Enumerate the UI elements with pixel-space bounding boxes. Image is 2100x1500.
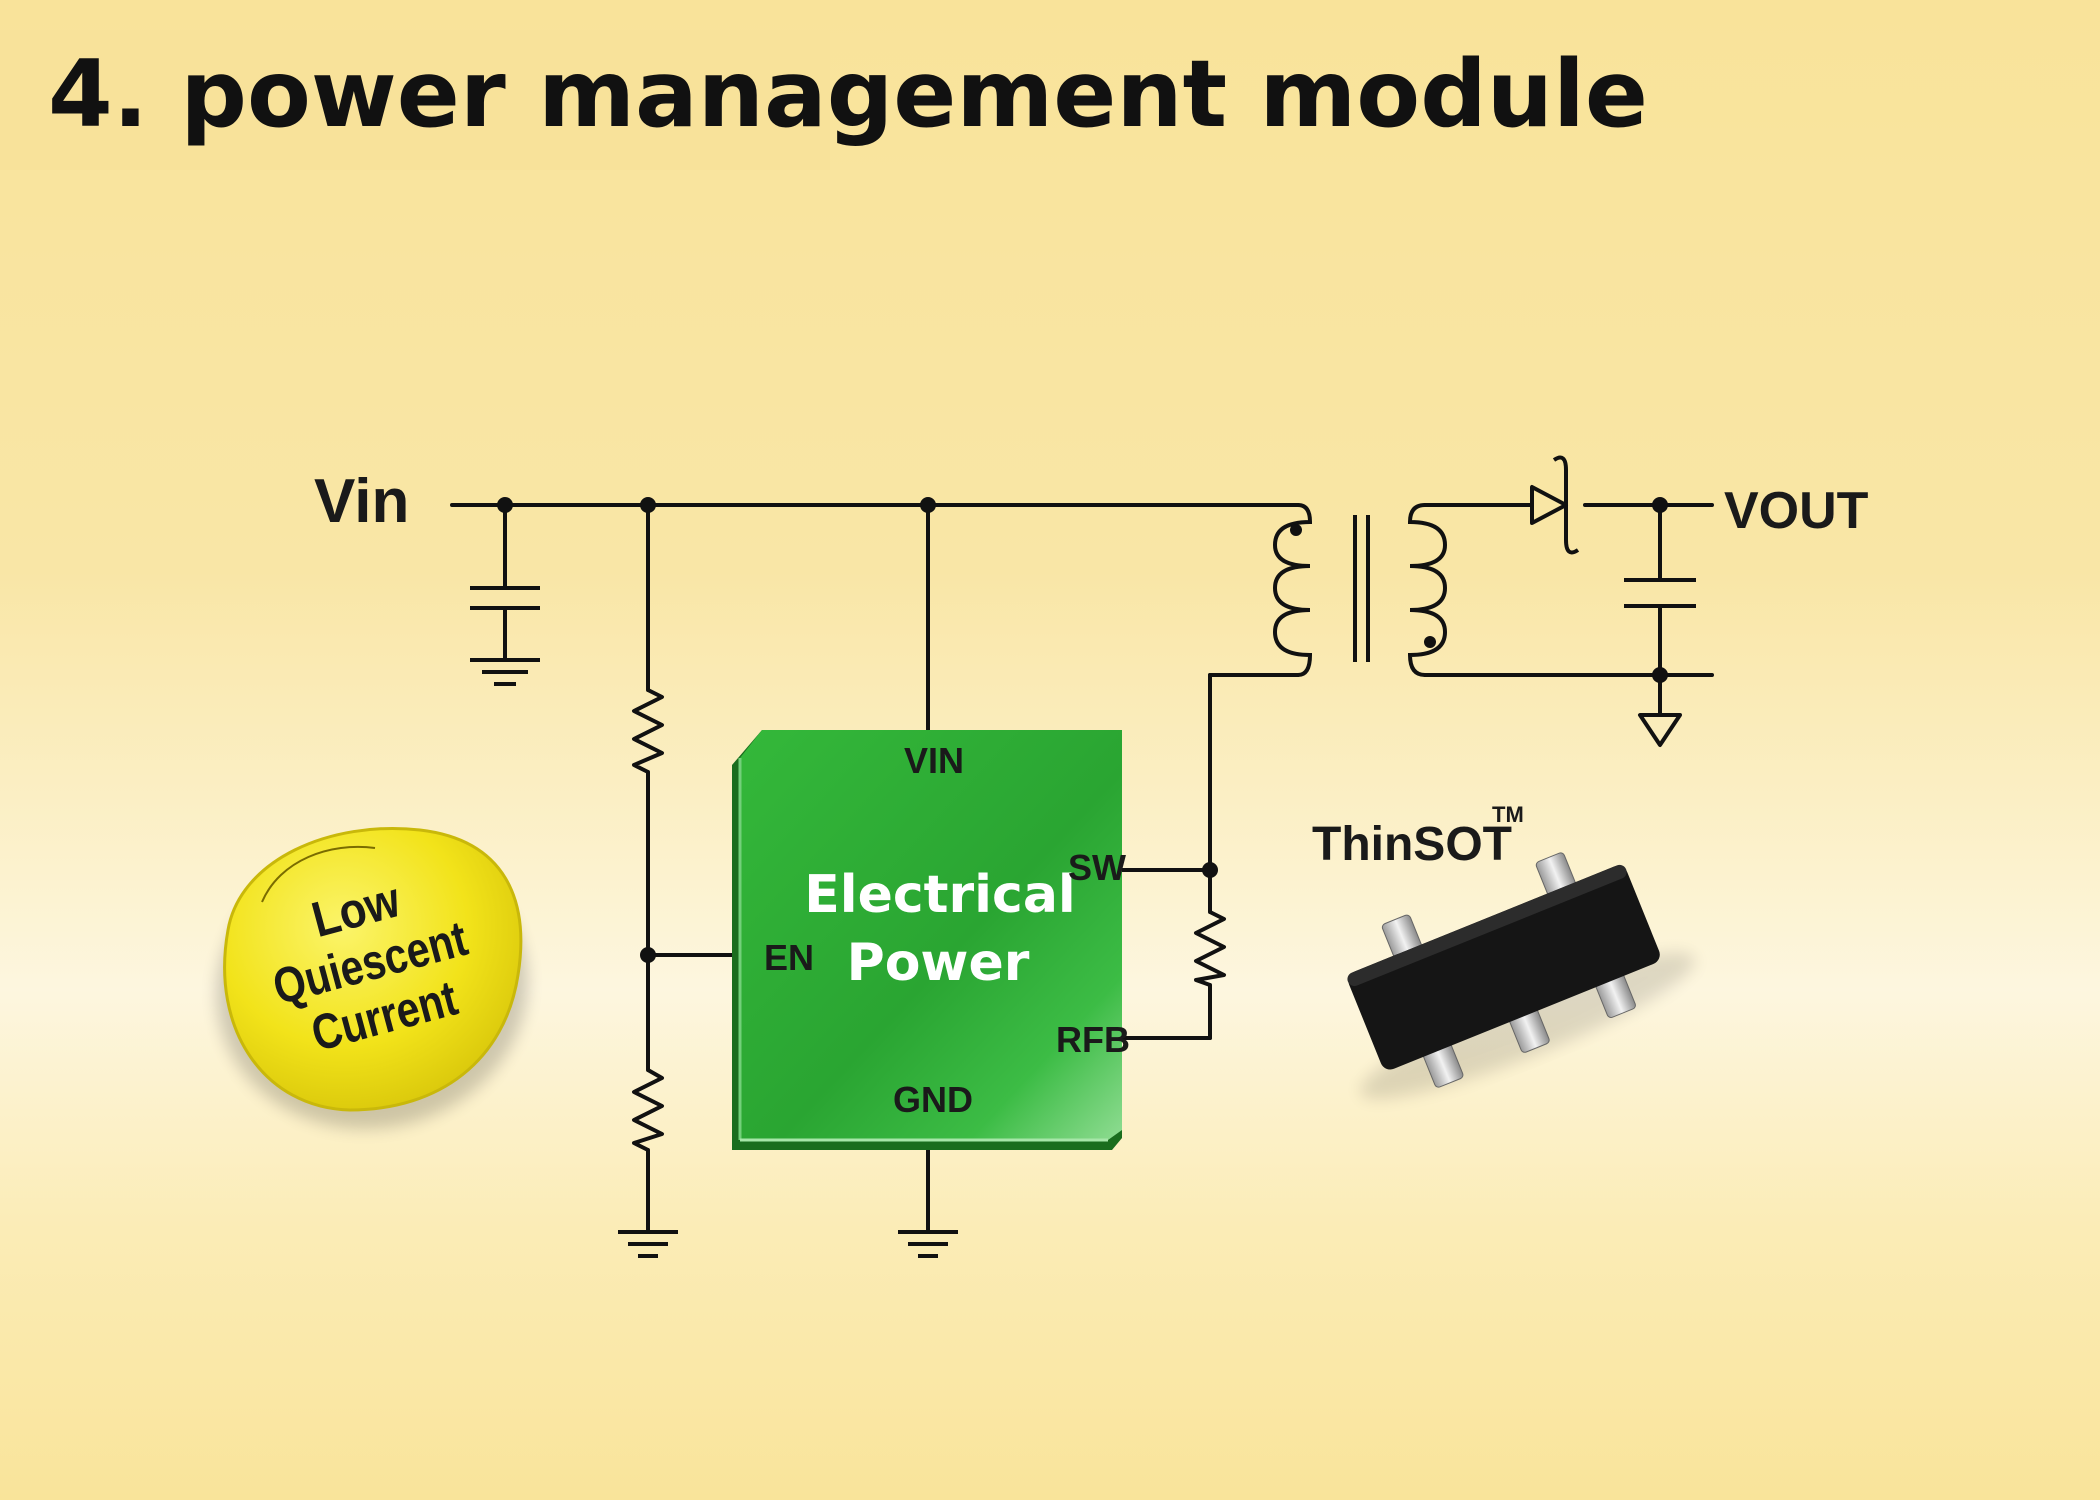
page-title: 4. power management module [48, 40, 1648, 148]
power-ic-chip [732, 730, 1122, 1150]
low-quiescent-current-badge [216, 827, 528, 1129]
package-label: ThinSOT [1312, 818, 1512, 871]
pin-label-sw: SW [1068, 847, 1126, 888]
vin-label: Vin [314, 467, 409, 536]
ground-symbol-chip [898, 1230, 958, 1258]
resistor-bottom [632, 1068, 664, 1152]
title-band [0, 30, 830, 170]
junction-dots [497, 497, 1668, 963]
vout-label: VOUT [1724, 482, 1869, 540]
resistor-feedback [1194, 910, 1226, 987]
resistor-top [632, 688, 664, 774]
transformer [1272, 503, 1448, 677]
chip-name-line2: Power [847, 933, 1030, 993]
transformer-dots [1290, 524, 1436, 648]
input-capacitor [470, 586, 540, 610]
pin-label-gnd: GND [893, 1079, 973, 1120]
pin-label-vin: VIN [904, 740, 964, 781]
chip-name-line1: Electrical [804, 865, 1076, 925]
trademark-mark: TM [1492, 802, 1524, 827]
thinsot-chip-image [1347, 852, 1695, 1099]
schottky-diode [1530, 455, 1580, 555]
output-ground-symbol [1638, 713, 1682, 747]
pin-label-rfb: RFB [1056, 1019, 1130, 1060]
ground-symbol-input [470, 658, 540, 686]
ground-symbol-divider [618, 1230, 678, 1258]
pin-label-en: EN [764, 937, 814, 978]
output-capacitor [1624, 578, 1696, 608]
